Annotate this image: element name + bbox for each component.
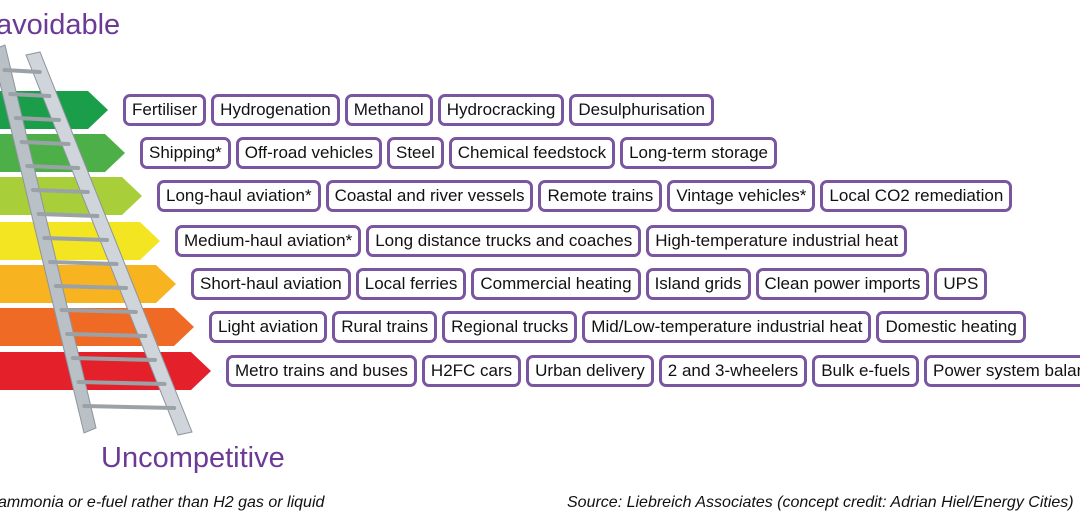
use-case-box[interactable]: Remote trains bbox=[538, 180, 663, 212]
use-case-box[interactable]: Fertiliser bbox=[123, 94, 207, 126]
use-case-box[interactable]: Hydrocracking bbox=[437, 94, 565, 126]
use-case-row: Long-haul aviation*Coastal and river ves… bbox=[157, 180, 1013, 212]
use-case-box[interactable]: Rural trains bbox=[332, 311, 438, 343]
use-case-row: Medium-haul aviation*Long distance truck… bbox=[175, 225, 908, 257]
ladder-rung bbox=[2, 68, 42, 74]
arrow-band bbox=[0, 177, 142, 215]
bottom-title: Uncompetitive bbox=[101, 442, 285, 474]
ladder-rung bbox=[76, 380, 167, 386]
ladder-rung bbox=[70, 356, 157, 362]
ladder-rung bbox=[42, 236, 109, 242]
use-case-box[interactable]: Urban delivery bbox=[526, 355, 654, 387]
ladder-rung bbox=[36, 212, 100, 218]
ladder-rung bbox=[8, 92, 52, 98]
ladder-rung bbox=[19, 140, 71, 146]
ladder-rung bbox=[82, 404, 177, 410]
ladder bbox=[0, 44, 193, 436]
use-case-box[interactable]: Long-haul aviation* bbox=[157, 180, 321, 212]
use-case-box[interactable]: Commercial heating bbox=[471, 268, 641, 300]
use-case-box[interactable]: Vintage vehicles* bbox=[667, 180, 816, 212]
use-case-box[interactable]: Medium-haul aviation* bbox=[175, 225, 362, 257]
use-case-box[interactable]: Light aviation bbox=[209, 311, 328, 343]
use-case-box[interactable]: UPS bbox=[934, 268, 988, 300]
ladder-rung bbox=[59, 308, 138, 314]
use-case-box[interactable]: Power system balancing bbox=[924, 355, 1080, 387]
use-case-box[interactable]: Regional trucks bbox=[442, 311, 578, 343]
use-case-box[interactable]: Local ferries bbox=[355, 268, 467, 300]
ladder-rung bbox=[48, 260, 119, 266]
use-case-box[interactable]: Coastal and river vessels bbox=[325, 180, 534, 212]
use-case-box[interactable]: Domestic heating bbox=[876, 311, 1026, 343]
use-case-box[interactable]: Off-road vehicles bbox=[235, 137, 382, 169]
source-credit: Source: Liebreich Associates (concept cr… bbox=[567, 494, 1074, 511]
use-case-box[interactable]: Island grids bbox=[645, 268, 751, 300]
use-case-box[interactable]: Bulk e-fuels bbox=[812, 355, 920, 387]
top-title: avoidable bbox=[0, 9, 121, 41]
use-case-box[interactable]: Shipping* bbox=[140, 137, 231, 169]
arrow-band bbox=[0, 265, 176, 303]
use-case-box[interactable]: Clean power imports bbox=[755, 268, 930, 300]
arrow-band bbox=[0, 308, 194, 346]
ladder-rung bbox=[53, 284, 129, 290]
ladder-rung bbox=[30, 188, 90, 194]
use-case-box[interactable]: Long-term storage bbox=[620, 137, 777, 169]
use-case-box[interactable]: 2 and 3-wheelers bbox=[658, 355, 808, 387]
use-case-box[interactable]: Desulphurisation bbox=[569, 94, 714, 126]
ladder-rung bbox=[25, 164, 81, 170]
use-case-box[interactable]: Local CO2 remediation bbox=[820, 180, 1013, 212]
footnote: ammonia or e-fuel rather than H2 gas or … bbox=[0, 494, 325, 511]
use-case-box[interactable]: Methanol bbox=[344, 94, 433, 126]
use-case-box[interactable]: Steel bbox=[386, 137, 444, 169]
use-case-box[interactable]: Metro trains and buses bbox=[226, 355, 417, 387]
ladder-rung bbox=[65, 332, 148, 338]
use-case-box[interactable]: Chemical feedstock bbox=[448, 137, 616, 169]
use-case-box[interactable]: Short-haul aviation bbox=[191, 268, 351, 300]
use-case-box[interactable]: Long distance trucks and coaches bbox=[366, 225, 642, 257]
use-case-box[interactable]: Mid/Low-temperature industrial heat bbox=[582, 311, 872, 343]
ladder-rung bbox=[13, 116, 61, 122]
use-case-box[interactable]: Hydrogenation bbox=[211, 94, 340, 126]
use-case-box[interactable]: High-temperature industrial heat bbox=[646, 225, 908, 257]
use-case-box[interactable]: H2FC cars bbox=[421, 355, 522, 387]
